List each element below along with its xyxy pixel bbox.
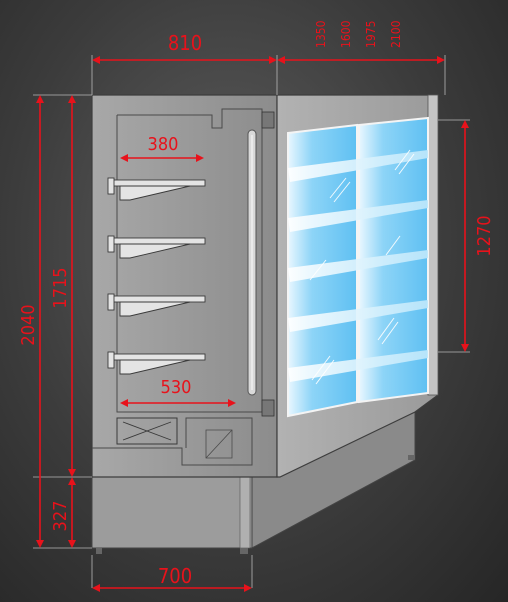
dimension-length-4: 2100 (389, 20, 403, 48)
dimension-labels: 810 1350 1600 1975 2100 2040 1715 327 38… (18, 20, 495, 588)
glass-doors (287, 116, 429, 418)
dimension-length-2: 1600 (339, 20, 353, 48)
dimension-base-height: 327 (50, 501, 71, 532)
extension-lines (33, 55, 470, 588)
dimension-top-width: 810 (168, 31, 202, 55)
dimension-length-3: 1975 (364, 21, 378, 48)
dimension-base-depth: 530 (161, 377, 192, 398)
shelf-brackets (107, 177, 206, 375)
dimension-lines (36, 56, 469, 592)
dimension-total-height: 2040 (18, 304, 39, 345)
dimension-length-1: 1350 (314, 20, 328, 48)
shelf-bracket-4 (107, 351, 206, 375)
shelf-bracket-2 (107, 235, 206, 259)
shelf-bracket-1 (107, 177, 206, 201)
dimension-shelf-depth: 380 (148, 134, 179, 155)
dimension-upper-height: 1715 (50, 267, 71, 308)
dimension-bottom-width: 700 (158, 564, 192, 588)
right-post (427, 94, 439, 396)
glass-shelves (288, 150, 428, 382)
fan-box (116, 417, 178, 445)
dimension-glass-height: 1270 (474, 215, 495, 256)
base-plinth (91, 476, 253, 549)
shelf-bracket-3 (107, 293, 206, 317)
